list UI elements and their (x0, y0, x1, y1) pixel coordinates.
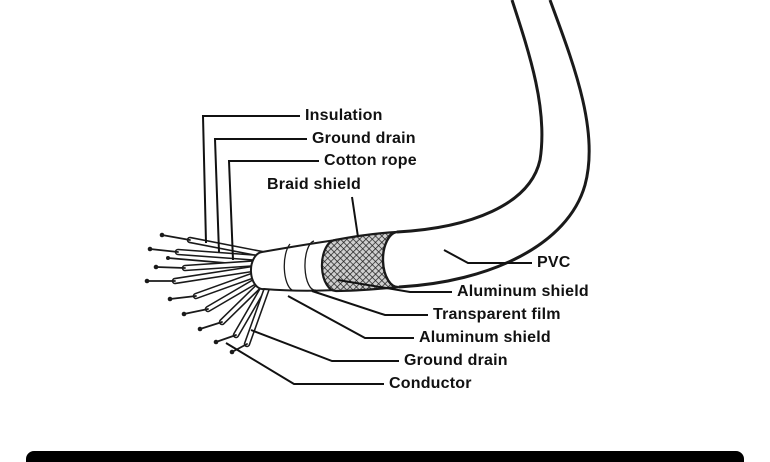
braid-shield-leader-line (351, 196, 359, 238)
ground-drain-top-leader-line (213, 138, 307, 253)
transparent-film-leader-line (311, 290, 428, 316)
ground-drain-top-label: Ground drain (312, 130, 416, 147)
jacket-cut-edge (381, 230, 400, 289)
leader-lines (201, 115, 532, 385)
wire (159, 232, 266, 258)
layer-step-ring (283, 243, 293, 291)
insulation-leader-line (201, 115, 300, 244)
bottom-bar-decoration (26, 451, 744, 462)
aluminum-shield-inner-label: Aluminum shield (419, 329, 551, 346)
transparent-film-label: Transparent film (433, 306, 561, 323)
wire (167, 269, 264, 302)
pvc-jacket (381, 0, 591, 289)
wire-bundle (144, 232, 271, 355)
wire (144, 264, 263, 285)
braid-shield-label: Braid shield (267, 176, 361, 193)
aluminum-shield-outer-label: Aluminum shield (457, 283, 589, 300)
pvc-label: PVC (537, 254, 571, 271)
braid-shield-section (320, 230, 401, 293)
cotton-rope-leader-line (227, 160, 319, 261)
conductor-leader-line (225, 342, 384, 385)
pvc-leader-line (443, 249, 532, 264)
wire (153, 259, 263, 272)
aluminum-shield-inner-leader-line (287, 295, 414, 339)
ground-drain-bottom-leader-line (250, 329, 399, 362)
wire (147, 246, 264, 262)
inner-layers-cylinder (249, 238, 340, 292)
insulation-label: Insulation (305, 107, 383, 124)
layer-step-ring (304, 240, 317, 291)
cotton-rope-label: Cotton rope (324, 152, 417, 169)
wire (213, 281, 269, 345)
conductor-label: Conductor (389, 375, 472, 392)
wire (197, 278, 267, 332)
aluminum-shield-outer-leader-line (337, 279, 452, 293)
wire (181, 274, 265, 317)
ground-drain-bottom-label: Ground drain (404, 352, 508, 369)
wire (229, 284, 271, 355)
